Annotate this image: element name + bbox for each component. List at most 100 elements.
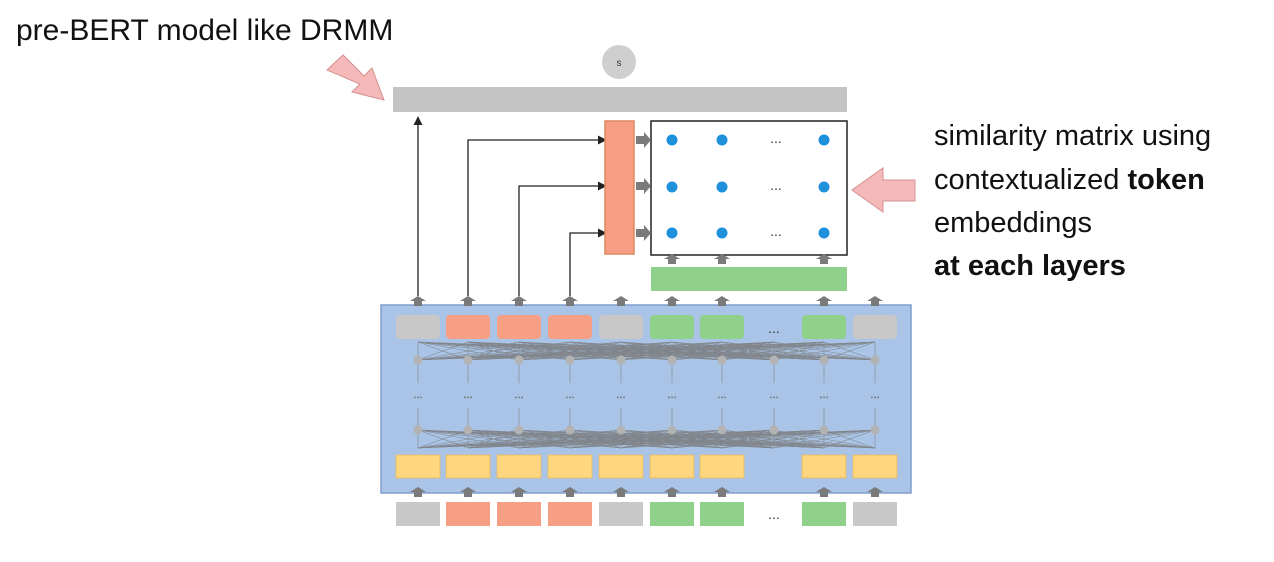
transformer-node — [667, 355, 677, 365]
similarity-cell — [716, 134, 728, 146]
input-token-orange — [497, 502, 541, 526]
input-token-gray — [853, 502, 897, 526]
query-embedding-column — [604, 120, 635, 255]
input-embedding — [852, 454, 898, 479]
up-arrow — [664, 296, 680, 306]
up-arrow — [714, 487, 730, 497]
up-arrow — [816, 296, 832, 306]
input-token-green — [700, 502, 744, 526]
transformer-node — [565, 425, 575, 435]
similarity-cell — [666, 181, 678, 193]
score-node: s — [602, 45, 636, 79]
right-arrow — [636, 178, 651, 194]
ellipsis: ... — [717, 389, 726, 401]
input-token-green — [650, 502, 694, 526]
transformer-node — [565, 355, 575, 365]
transformer-node — [769, 425, 779, 435]
ellipsis: ... — [770, 177, 782, 193]
transformer-node — [413, 425, 423, 435]
output-token-gray — [853, 315, 897, 339]
ellipsis: ... — [770, 223, 782, 239]
ellipsis: ... — [819, 389, 828, 401]
similarity-cell — [716, 181, 728, 193]
up-arrow — [867, 296, 883, 306]
ellipsis: ... — [514, 389, 523, 401]
similarity-label-line3: embeddings — [934, 207, 1092, 239]
up-arrow — [460, 296, 476, 306]
input-token-green — [802, 502, 846, 526]
transformer-node — [463, 425, 473, 435]
transformer-node — [769, 355, 779, 365]
transformer-attention-mesh: .............................. — [413, 341, 880, 449]
up-arrow — [867, 487, 883, 497]
output-token-orange — [548, 315, 592, 339]
ellipsis: ... — [667, 389, 676, 401]
output-token-gray — [599, 315, 643, 339]
transformer-node — [514, 355, 524, 365]
transformer-node — [667, 425, 677, 435]
query-connections — [413, 116, 607, 296]
flow-arrows — [410, 132, 883, 497]
similarity-label-line2: contextualized token — [934, 164, 1205, 197]
output-token-orange — [446, 315, 490, 339]
similarity-label-line1: similarity matrix using — [934, 120, 1212, 152]
up-arrow — [664, 254, 680, 264]
right-arrow — [636, 225, 651, 241]
output-token-row: ... — [396, 315, 897, 339]
up-arrow — [816, 254, 832, 264]
similarity-cell — [818, 227, 830, 239]
input-embedding — [547, 454, 593, 479]
ellipsis: ... — [565, 389, 574, 401]
up-arrow — [816, 487, 832, 497]
similarity-cell — [716, 227, 728, 239]
similarity-matrix — [650, 120, 848, 256]
similarity-cell — [666, 227, 678, 239]
left-callout-arrow — [326, 54, 385, 101]
input-token-gray — [599, 502, 643, 526]
input-token-orange — [446, 502, 490, 526]
transformer-node — [819, 425, 829, 435]
similarity-cell — [666, 134, 678, 146]
pre-bert-model-label: pre-BERT model like DRMM — [16, 14, 394, 47]
ellipsis: ... — [616, 389, 625, 401]
similarity-cell — [818, 181, 830, 193]
input-token-row: ... — [396, 502, 897, 526]
input-embedding — [496, 454, 542, 479]
up-arrow — [410, 296, 426, 306]
ellipsis: ... — [413, 389, 422, 401]
score-node-label: s — [617, 58, 622, 69]
up-arrow — [410, 487, 426, 497]
output-token-green — [802, 315, 846, 339]
up-arrow — [664, 487, 680, 497]
up-arrow — [562, 296, 578, 306]
ellipsis: ... — [463, 389, 472, 401]
input-embedding — [395, 454, 441, 479]
transformer-node — [870, 425, 880, 435]
document-embedding-bar — [651, 267, 847, 291]
right-callout-arrow — [851, 167, 916, 213]
score-aggregation-bar — [393, 87, 847, 112]
transformer-node — [717, 355, 727, 365]
output-token-orange — [497, 315, 541, 339]
up-arrow — [714, 296, 730, 306]
similarity-label-line2-prefix: contextualized — [934, 164, 1128, 196]
ellipsis: ... — [770, 130, 782, 146]
transformer-node — [514, 425, 524, 435]
ellipsis: ... — [768, 506, 780, 522]
ellipsis: ... — [769, 389, 778, 401]
up-arrow — [562, 487, 578, 497]
up-arrow — [613, 487, 629, 497]
ellipsis: ... — [870, 389, 879, 401]
transformer-node — [413, 355, 423, 365]
similarity-matrix-cells: ......... — [666, 130, 830, 239]
transformer-node — [819, 355, 829, 365]
up-arrow — [714, 254, 730, 264]
up-arrow — [613, 296, 629, 306]
up-arrow — [511, 296, 527, 306]
transformer-node — [870, 355, 880, 365]
similarity-cell — [818, 134, 830, 146]
input-token-gray — [396, 502, 440, 526]
output-token-green — [650, 315, 694, 339]
transformer-nodes — [413, 355, 880, 435]
